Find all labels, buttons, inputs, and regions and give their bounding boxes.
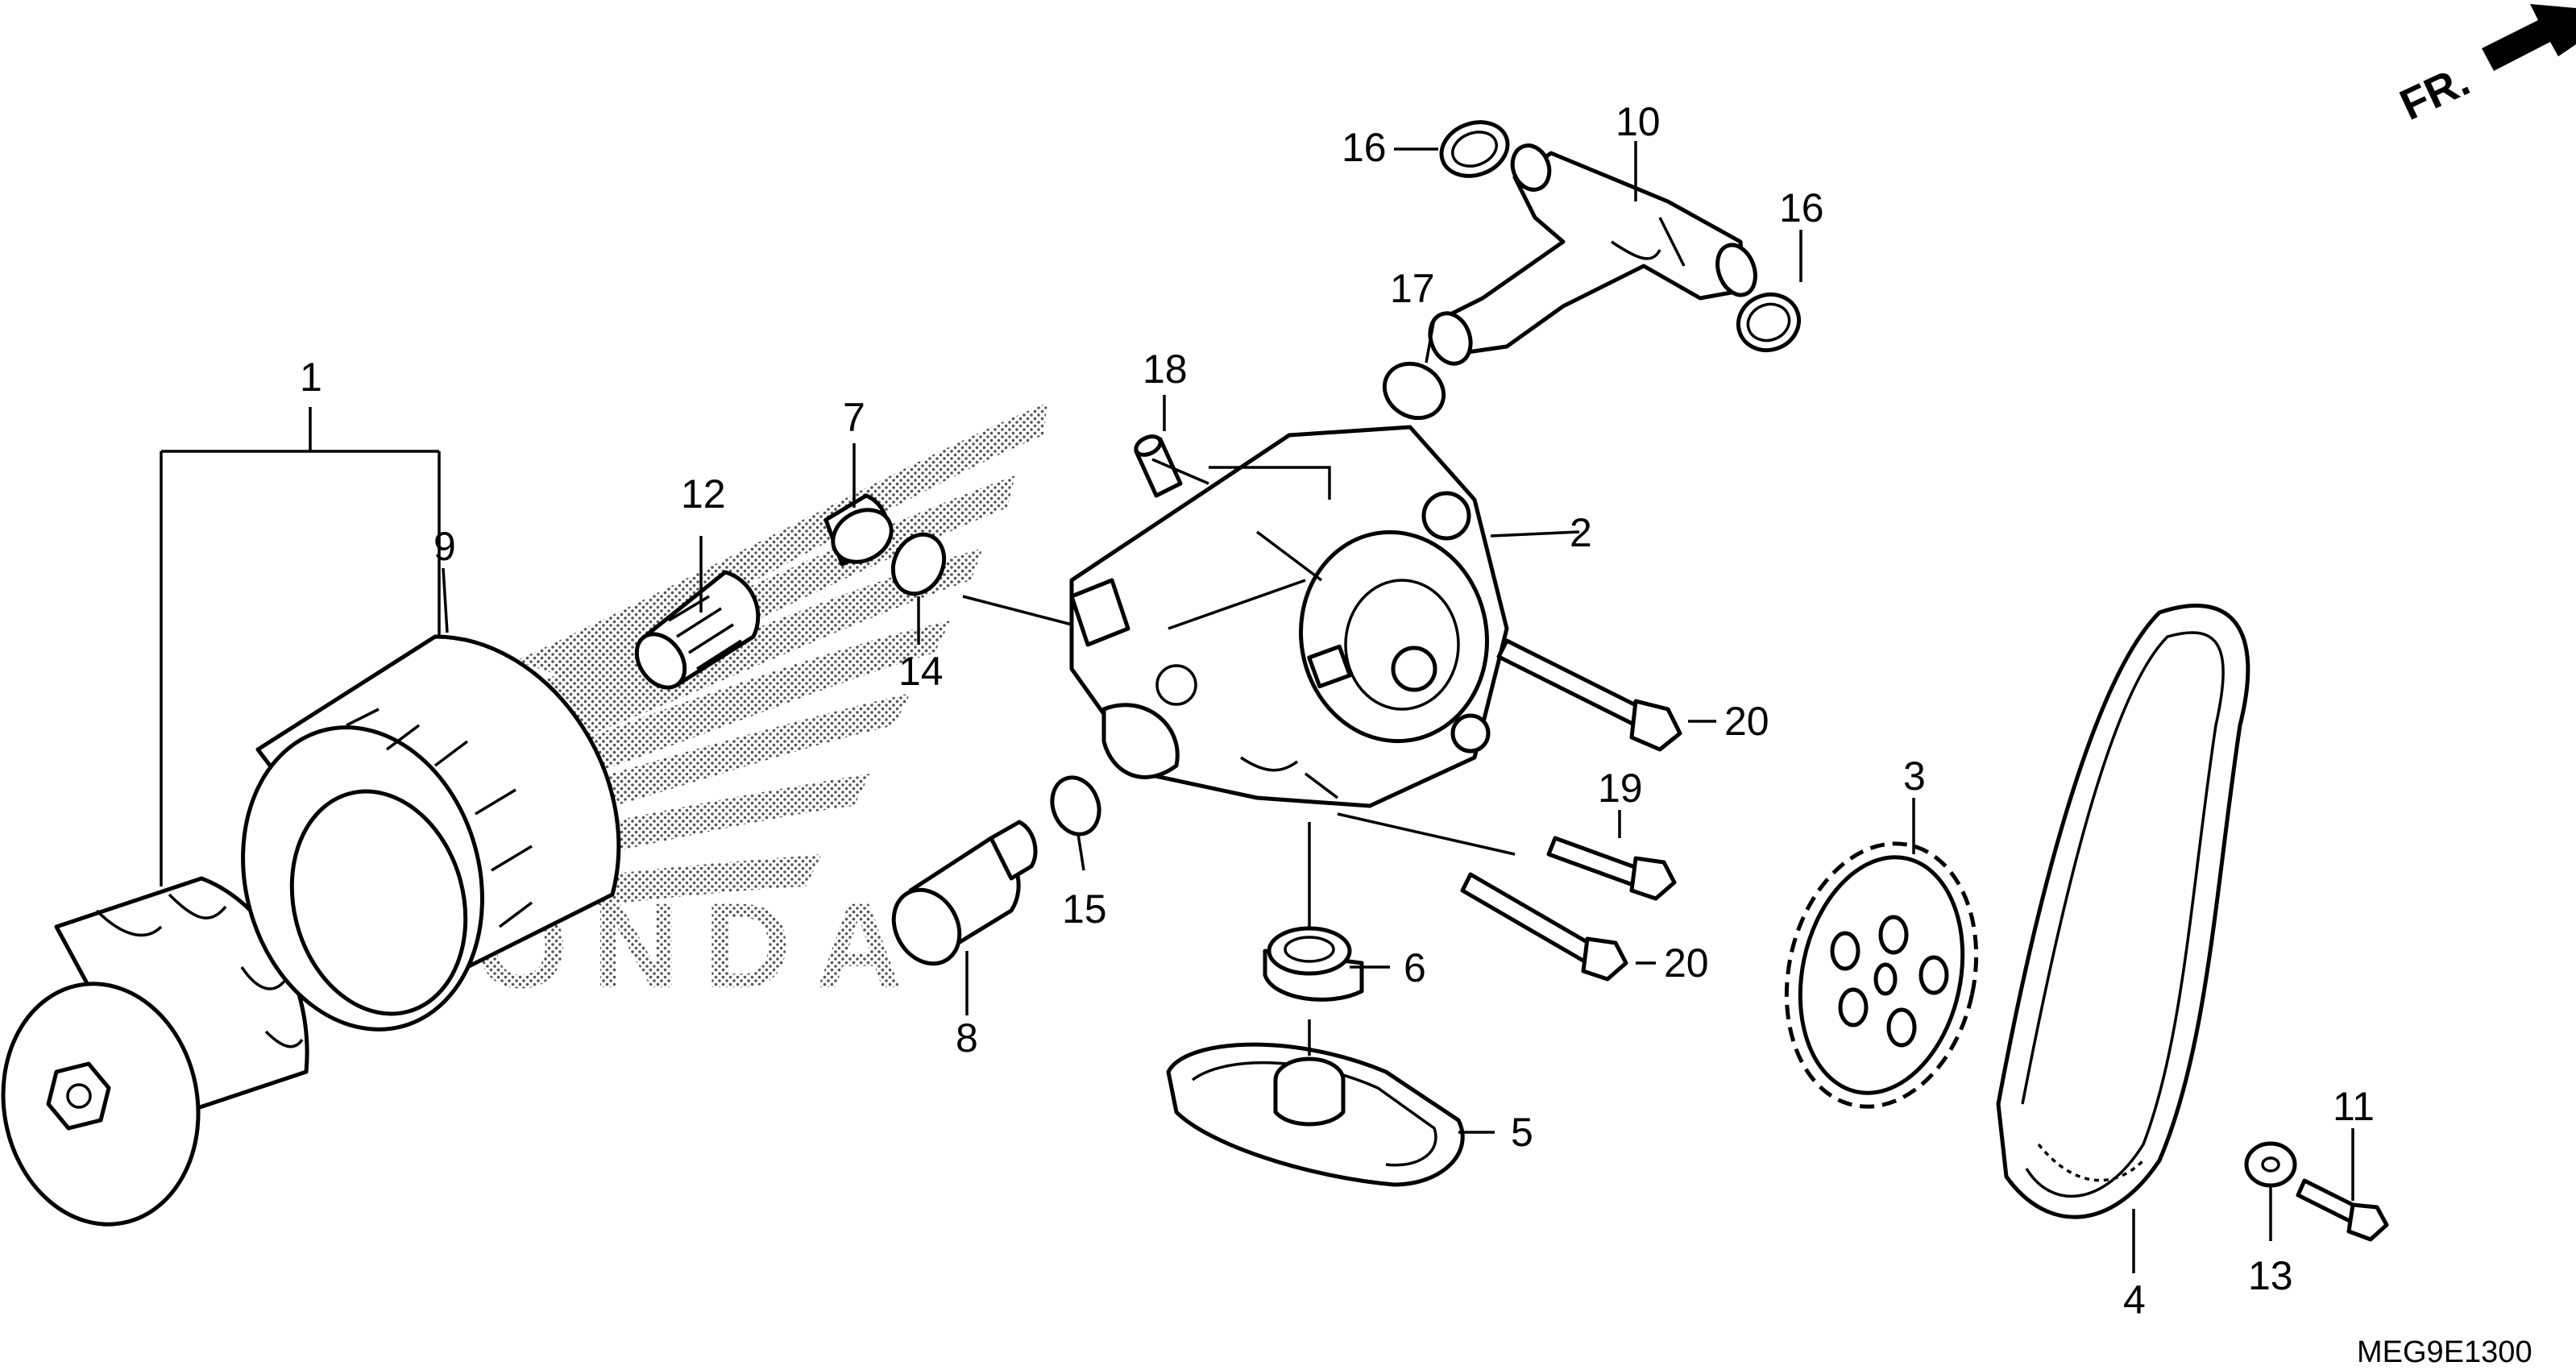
callout-12: 12	[681, 471, 726, 517]
callout-17: 17	[1390, 266, 1435, 311]
callout-13: 13	[2248, 1253, 2293, 1298]
seal-ring-part-16-upper	[1439, 120, 1510, 178]
bolt-part-20-lower	[1460, 872, 1628, 982]
bolt-part-11	[2296, 1178, 2389, 1242]
relief-valve-part-8	[891, 820, 1038, 966]
filter-element-part-9	[241, 634, 621, 1032]
bolt-part-20-upper	[1496, 638, 1682, 752]
callout-20-upper: 20	[1724, 699, 1769, 744]
water-pipe-part-10	[1428, 143, 1757, 366]
collar-part-7	[823, 493, 894, 567]
callout-19: 19	[1598, 766, 1643, 811]
front-label: FR.	[2393, 56, 2477, 130]
seal-part-6	[1263, 926, 1364, 1002]
strainer-part-12	[634, 570, 761, 690]
honda-wing-logo: HONDA	[363, 403, 1047, 1013]
o-ring-part-14	[890, 532, 947, 596]
callout-16-right: 16	[1779, 185, 1824, 230]
o-ring-part-17	[1382, 361, 1446, 421]
dowel-pin-part-18	[1134, 434, 1183, 498]
oil-pump-part-2	[1069, 425, 1509, 808]
bolt-part-19	[1546, 836, 1677, 901]
o-ring-part-15	[1050, 775, 1101, 837]
drive-chain-part-4	[1996, 604, 2250, 1219]
callout-5: 5	[1511, 1110, 1533, 1155]
leader-lines	[160, 141, 2354, 1273]
sprocket-part-3	[1784, 841, 1979, 1109]
callout-4: 4	[2123, 1277, 2146, 1322]
strainer-plate-part-5	[1166, 1042, 1465, 1187]
oil-filter-part-1	[1, 876, 309, 1227]
callout-6: 6	[1404, 945, 1426, 990]
front-direction-arrow-icon: FR.	[2393, 4, 2576, 130]
callout-15: 15	[1062, 886, 1107, 932]
callout-10: 10	[1616, 99, 1661, 144]
seal-ring-part-16-right	[1736, 293, 1802, 352]
washer-part-13	[2244, 1141, 2297, 1188]
callout-14: 14	[898, 649, 944, 694]
callout-2: 2	[1570, 510, 1592, 555]
callout-8: 8	[956, 1015, 978, 1061]
callout-9: 9	[433, 524, 456, 569]
callout-20-lower: 20	[1664, 940, 1709, 986]
callout-1: 1	[300, 355, 322, 400]
callout-11: 11	[2333, 1084, 2375, 1129]
callout-3: 3	[1903, 754, 1926, 799]
callout-7: 7	[843, 395, 865, 440]
callout-numbers: 1 2 3 4 5 6 7 8 9 10 11 12 13 14 15 16 1…	[300, 99, 2375, 1322]
diagram-code: MEG9E1300	[2357, 1335, 2532, 1369]
callout-16-left: 16	[1342, 125, 1387, 170]
callout-18: 18	[1143, 347, 1188, 392]
